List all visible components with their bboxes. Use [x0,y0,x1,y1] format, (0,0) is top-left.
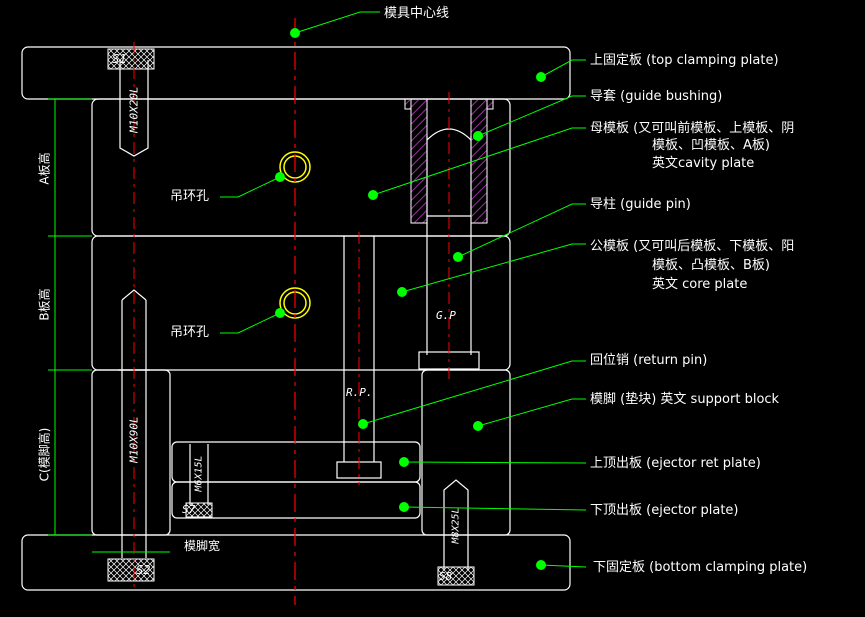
label-cavity-line-1: 母模板 (又可叫前模板、上模板、阴 [590,121,795,136]
mark-s1: S1 [112,52,127,66]
mark-s8: S8 [439,570,453,583]
mark-bolt-m8x25l: M8X25L [450,507,462,544]
ejector-plate [171,481,421,519]
label-top-plate: 上固定板 (top clamping plate) [590,53,779,68]
label-guide-bushing: 导套 (guide bushing) [590,89,723,104]
support-block-right [421,369,511,536]
ejector-retainer-plate [171,441,421,483]
label-return-pin: 回位销 (return pin) [590,353,708,368]
label-cavity-line-2: 模板、凹模板、A板) [652,138,770,153]
label-core-line-3: 英文 core plate [652,277,748,292]
label-ejector-ret-plate: 上顶出板 (ejector ret plate) [590,456,761,471]
mark-bolt-m6x15l: M6X15L [193,455,205,492]
label-b-plate-height: B板高 [37,288,52,321]
label-bottom-plate: 下固定板 (bottom clamping plate) [593,560,808,575]
label-lifting-eye-1: 吊环孔 [170,189,210,204]
bottom-clamping-plate [21,534,571,591]
label-c-foot-height: C(模脚高) [37,427,52,482]
bolt-top [119,60,149,157]
bolt-bottom [443,479,469,570]
guide-bushing [404,98,494,224]
core-plate [91,235,511,371]
mark-s2: S2 [136,563,151,577]
label-lifting-eye-2: 吊环孔 [170,325,210,340]
mark-return-pin: R.P. [346,386,373,399]
top-clamping-plate [21,46,571,100]
label-foot-width: 模脚宽 [184,539,221,553]
mark-bolt-m10x90l: M10X90L [127,416,141,463]
leader-lines [220,11,587,568]
mark-bolt-m10x20l: M10X20L [127,86,141,133]
bolt-caps [107,48,475,586]
label-cavity-line-3: 英文cavity plate [652,156,755,171]
label-a-plate-height: A板高 [37,152,52,185]
leader-dots [275,28,546,570]
mark-s7: S7 [182,503,196,516]
label-ejector-plate: 下顶出板 (ejector plate) [590,503,739,518]
label-core-line-2: 模板、凸模板、B板) [652,258,770,273]
label-core-line-1: 公模板 (又可叫后模板、下模板、阳 [590,239,795,254]
bolt-ejector [189,444,209,505]
label-support-block: 模脚 (垫块) 英文 support block [590,392,780,407]
label-center-line: 模具中心线 [384,6,450,21]
mark-guide-pin: G.P [436,309,456,322]
dimension-lines [48,98,170,553]
label-guide-pin: 导柱 (guide pin) [590,197,691,212]
